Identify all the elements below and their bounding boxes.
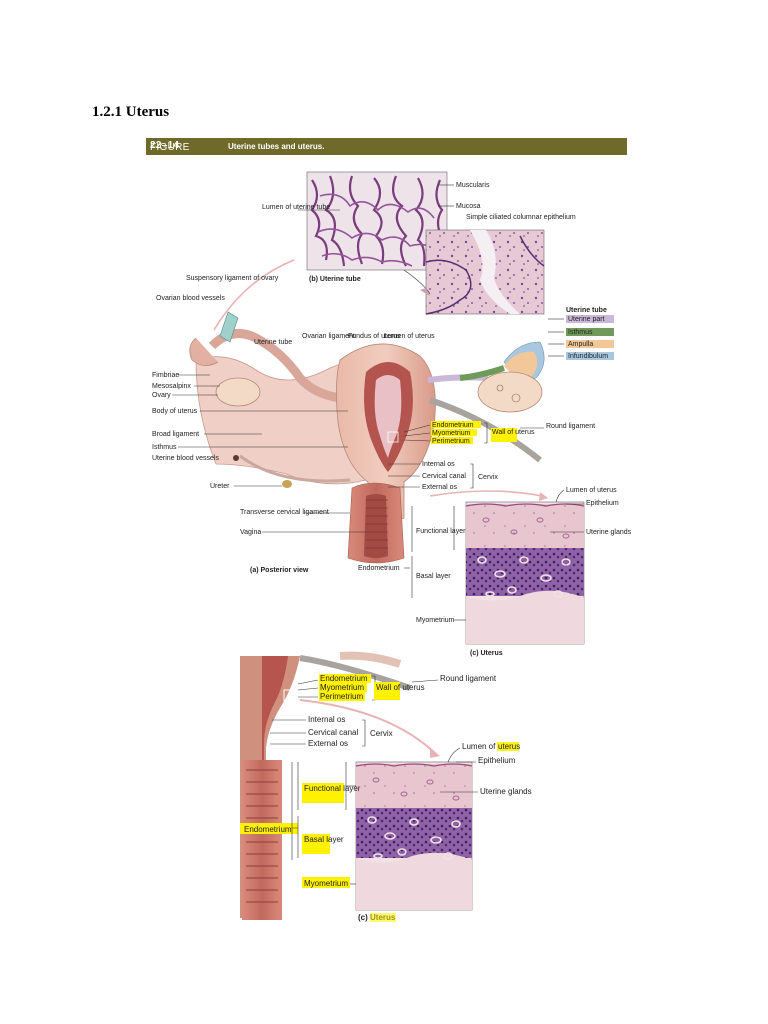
label-lumen-tube: Lumen of uterine tube	[262, 204, 330, 211]
legend-swatch-infundibulum	[566, 352, 614, 360]
zoom-label-myometrium-side: Myometrium	[304, 879, 348, 888]
uterus-histology: (c) Uterus Lumen of uterus Epithelium Ut…	[358, 487, 632, 657]
legend-infundibulum: Infundibulum	[568, 353, 608, 360]
legend-swatch-uterine-part	[566, 315, 614, 323]
label-suspensory: Suspensory ligament of ovary	[186, 275, 279, 282]
label-endometrium-c: Endometrium	[358, 565, 400, 572]
label-uterine-vessels: Uterine blood vessels	[152, 455, 219, 462]
zoom-label-internal-os: Internal os	[308, 715, 345, 724]
label-transverse-cervical: Transverse cervical ligament	[240, 509, 329, 516]
label-round-ligament-a: Round ligament	[546, 423, 595, 430]
label-ovary: Ovary	[152, 392, 171, 399]
label-body-of-uterus: Body of uterus	[152, 408, 198, 415]
highlight-perimetrium	[431, 437, 473, 444]
legend-uterine-part: Uterine part	[568, 316, 605, 323]
label-isthmus: Isthmus	[152, 444, 177, 451]
legend-ampulla: Ampulla	[568, 341, 593, 348]
highlight-wall	[491, 428, 517, 442]
label-vagina: Vagina	[240, 529, 261, 536]
zoom-label-epithelium: Epithelium	[478, 756, 516, 765]
section-heading: 1.2.1 Uterus	[92, 104, 170, 120]
label-fundus: Fundus of uterus	[348, 333, 401, 340]
uterus-posterior-view: Suspensory ligament of ovary Ovarian blo…	[152, 259, 614, 574]
label-ovarian-ligament: Ovarian ligament	[302, 333, 355, 340]
label-epithelium-c: Epithelium	[586, 500, 619, 507]
legend-swatch-isthmus	[566, 328, 614, 336]
zoom-label-functional: Functional layer	[304, 784, 361, 793]
zoom-label-endometrium-side: Endometrium	[244, 825, 292, 834]
figure-caption: Uterine tubes and uterus.	[228, 142, 325, 151]
label-myometrium-c: Myometrium	[416, 617, 455, 624]
label-wall-of-uterus-a: Wall of uterus	[492, 429, 535, 436]
label-ureter: Ureter	[210, 483, 230, 490]
label-mesosalpinx: Mesosalpinx	[152, 383, 191, 390]
panel-b-title: (b) Uterine tube	[309, 276, 361, 283]
panel-a-title: (a) Posterior view	[250, 567, 309, 574]
label-broad-ligament: Broad ligament	[152, 431, 199, 438]
zoomed-detail: Endometrium Myometrium Perimetrium Wall …	[240, 651, 532, 922]
zoom-label-round: Round ligament	[440, 674, 497, 683]
zoom-label-endometrium: Endometrium	[320, 674, 368, 683]
label-cervical-canal-a: Cervical canal	[422, 473, 466, 480]
tube-legend-title: Uterine tube	[566, 307, 607, 314]
label-lumen-c: Lumen of uterus	[566, 487, 617, 494]
figure-number: FIGURE 22–14	[150, 140, 190, 153]
legend-swatch-ampulla	[566, 340, 614, 348]
label-internal-os-a: Internal os	[422, 461, 455, 468]
label-ciliated-epithelium: Simple ciliated columnar epithelium	[466, 214, 576, 221]
label-endometrium-a: Endometrium	[432, 422, 474, 429]
zoom-lumen-text: Lumen of	[462, 742, 496, 751]
zoom-label-basal: Basal layer	[304, 835, 344, 844]
zoom-label-myometrium: Myometrium	[320, 683, 364, 692]
zoom-highlight-uterus-word: uterus	[498, 742, 520, 751]
label-mucosa: Mucosa	[456, 203, 481, 210]
label-perimetrium-a: Perimetrium	[432, 438, 470, 445]
label-muscularis: Muscularis	[456, 182, 490, 189]
label-fimbriae: Fimbriae	[152, 372, 179, 379]
zoom-label-cervical-canal: Cervical canal	[308, 728, 358, 737]
zoom-label-glands: Uterine glands	[480, 787, 532, 796]
zoom-label-lumen: Lumen of	[462, 742, 496, 751]
label-myometrium-a: Myometrium	[432, 430, 471, 437]
label-lumen-uterus: Lumen of uterus	[384, 333, 435, 340]
label-ovarian-vessels: Ovarian blood vessels	[156, 295, 225, 302]
label-cervix-a: Cervix	[478, 474, 498, 481]
panel-c-title: (c) Uterus	[470, 650, 503, 657]
highlight-myometrium	[431, 429, 477, 436]
zoom-label-external-os: External os	[308, 739, 348, 748]
zoom-label-perimetrium: Perimetrium	[320, 692, 363, 701]
uterine-tube-histology: (b) Uterine tube Lumen of uterine tube M…	[262, 171, 576, 315]
label-basal-c: Basal layer	[416, 573, 451, 580]
zoom-label-cervix: Cervix	[370, 729, 393, 738]
label-uterine-tube: Uterine tube	[254, 339, 292, 346]
highlight-endometrium	[431, 421, 481, 428]
figure-title-bar: FIGURE 22–14 Uterine tubes and uterus.	[146, 138, 627, 155]
label-functional-c: Functional layer	[416, 528, 466, 535]
legend-isthmus: Isthmus	[568, 329, 593, 336]
label-external-os-a: External os	[422, 484, 458, 491]
zoom-label-wall: Wall of uterus	[376, 683, 425, 692]
label-glands-c: Uterine glands	[586, 529, 632, 536]
